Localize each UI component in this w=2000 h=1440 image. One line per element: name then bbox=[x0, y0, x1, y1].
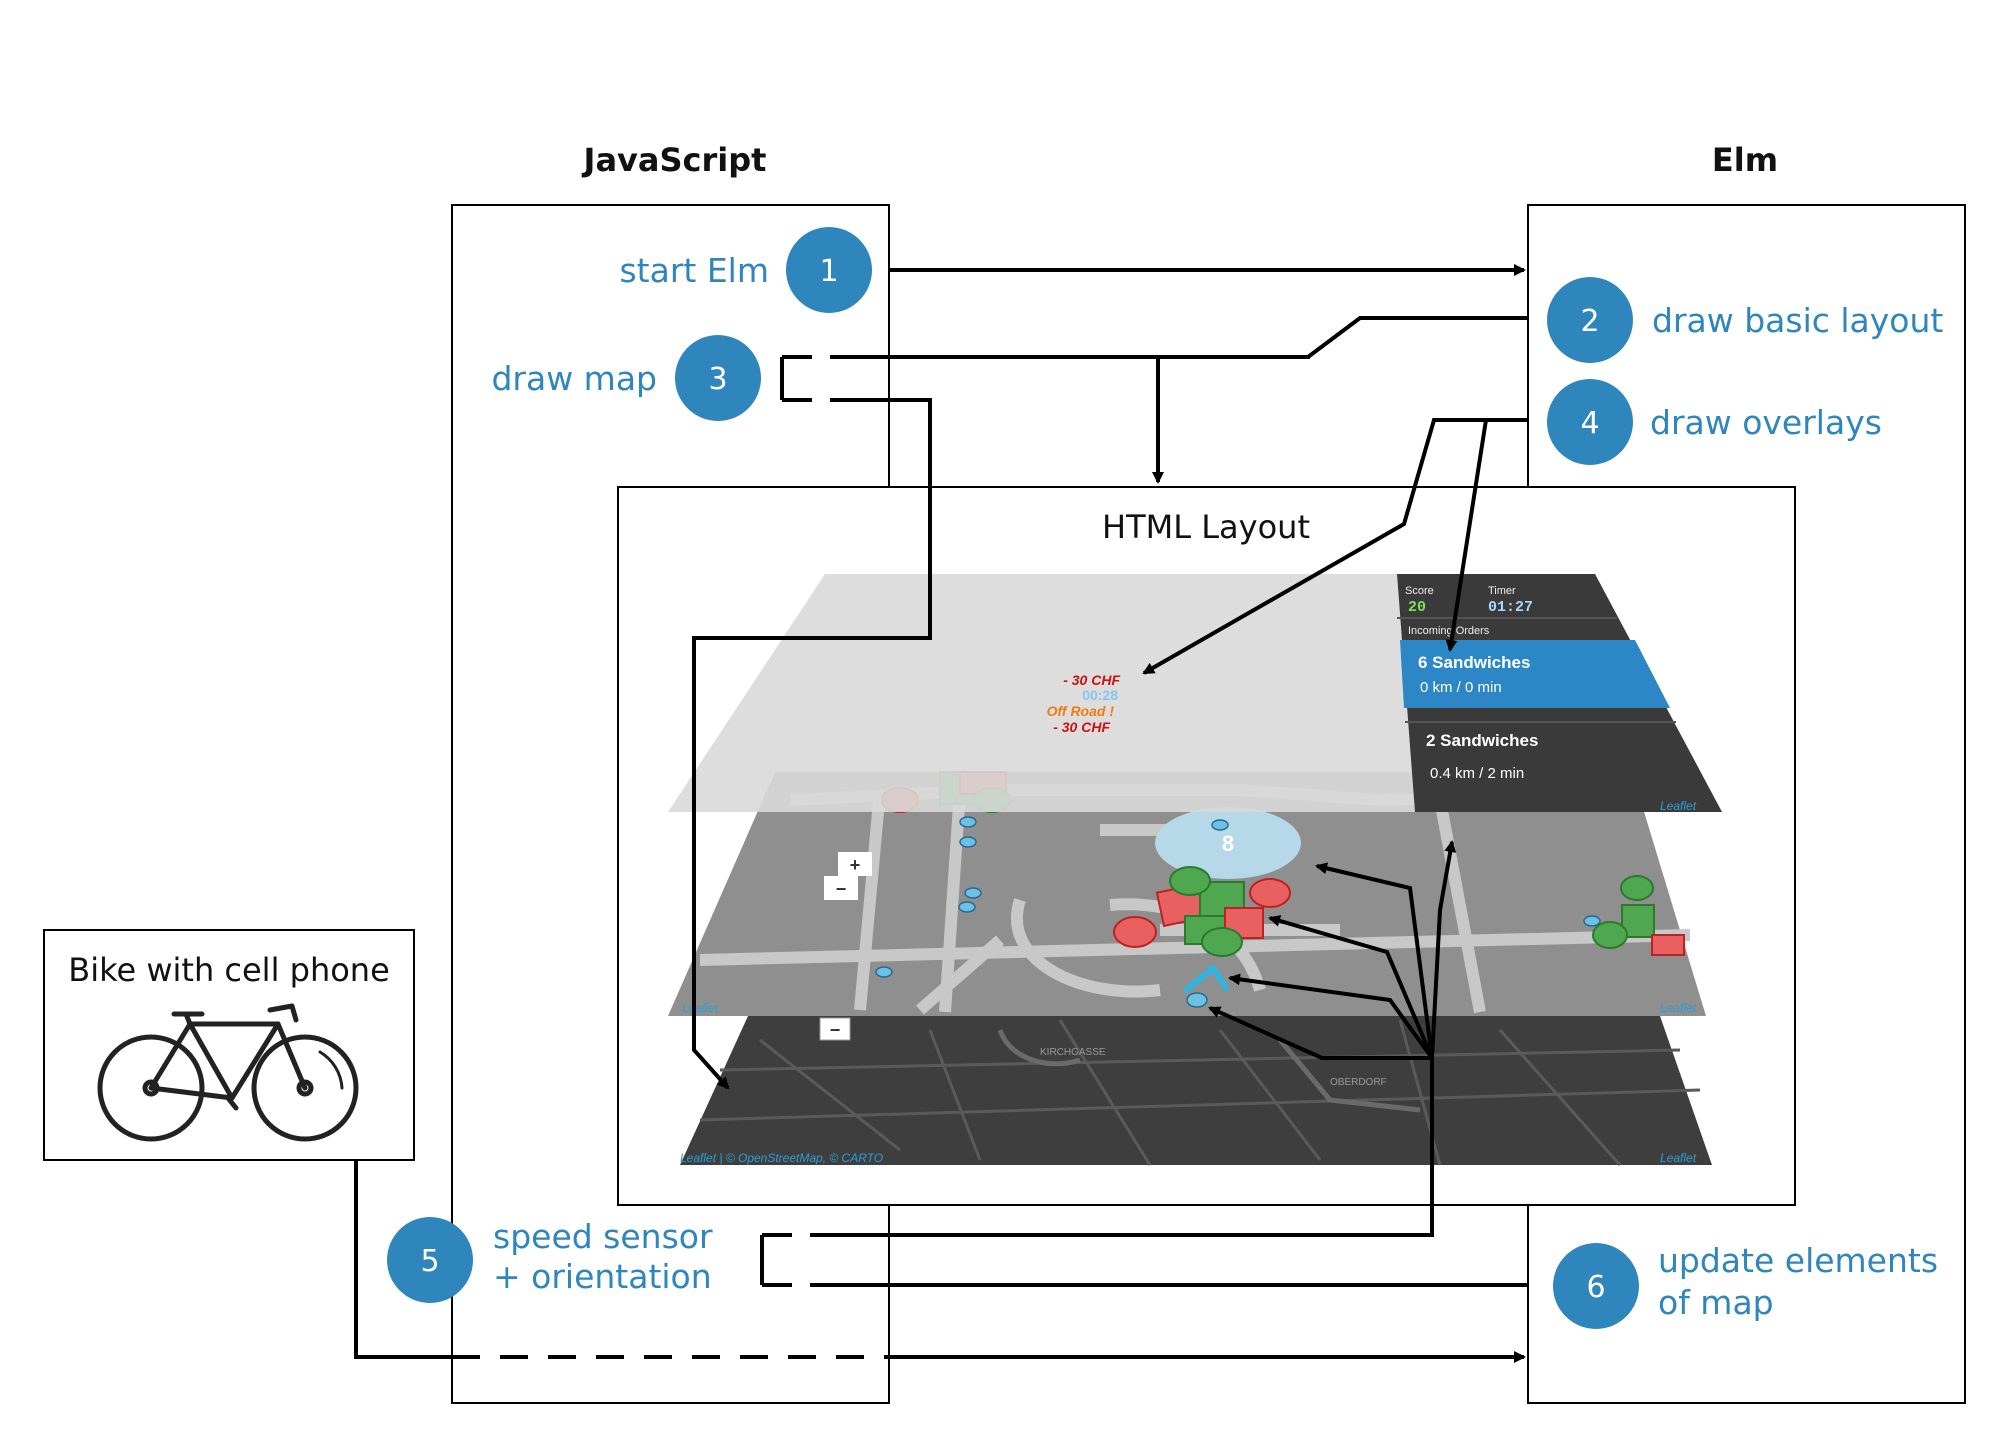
sensor-bracket bbox=[760, 1233, 840, 1287]
tile-zoom-out-glyph: − bbox=[830, 1020, 841, 1040]
step-5-label-line2: + orientation bbox=[493, 1257, 712, 1296]
map-zoom-out-glyph: − bbox=[836, 879, 847, 899]
timer-label: Timer bbox=[1488, 585, 1516, 597]
tile-attribution: Leaflet | © OpenStreetMap, © CARTO bbox=[680, 1151, 883, 1165]
bike-connector bbox=[354, 1160, 452, 1359]
map-zoom-in-button[interactable] bbox=[838, 852, 872, 876]
tile-zoom-out-button[interactable] bbox=[819, 1017, 851, 1041]
step-1: 1 start Elm bbox=[619, 227, 872, 313]
step-5-number: 5 bbox=[420, 1244, 439, 1279]
step-4-number: 4 bbox=[1580, 406, 1599, 441]
overlay-layer: Score 20 Timer 01:27 Incoming Orders 6 S… bbox=[668, 574, 1722, 813]
step-4: 4 draw overlays bbox=[1547, 379, 1882, 465]
marker-leaflet-right: Leaflet bbox=[1660, 1001, 1697, 1015]
tile-layer: KIRCHGASSE OBERDORF − Leaflet | © OpenSt… bbox=[680, 1016, 1712, 1166]
bike-title: Bike with cell phone bbox=[68, 951, 390, 989]
penalty-1-text: - 30 CHF bbox=[1063, 672, 1120, 688]
arrow-overlays-penalty bbox=[1142, 418, 1528, 675]
off-road-text: Off Road ! bbox=[1047, 703, 1115, 719]
step-3-number: 3 bbox=[708, 362, 727, 397]
step-3: 3 draw map bbox=[491, 335, 761, 421]
map-zoom-in-glyph: + bbox=[850, 855, 861, 875]
step-2-badge bbox=[1547, 277, 1633, 363]
step-6-number: 6 bbox=[1586, 1270, 1605, 1305]
step-6-label-line1: update elements bbox=[1658, 1241, 1938, 1280]
step-1-number: 1 bbox=[819, 254, 838, 289]
step-1-label: start Elm bbox=[619, 251, 769, 290]
step-4-badge bbox=[1547, 379, 1633, 465]
step-5-label-line1: speed sensor bbox=[493, 1217, 713, 1256]
connectors bbox=[354, 264, 1528, 1359]
overlay-leaflet-label: Leaflet bbox=[1660, 799, 1697, 813]
bicycle-icon bbox=[97, 1003, 359, 1142]
penalty-2-text: - 30 CHF bbox=[1053, 719, 1110, 735]
bracket-draw-map bbox=[780, 355, 860, 402]
order-1-title: 6 Sandwiches bbox=[1418, 653, 1530, 672]
step-6-badge bbox=[1553, 1243, 1639, 1329]
step-6: 6 update elements of map bbox=[1553, 1241, 1938, 1329]
countdown-text: 00:28 bbox=[1082, 687, 1118, 703]
step-5-badge bbox=[387, 1217, 473, 1303]
order-2-detail: 0.4 km / 2 min bbox=[1430, 765, 1524, 782]
tile-leaflet-label: Leaflet bbox=[1660, 1151, 1697, 1165]
step-3-label: draw map bbox=[491, 359, 657, 398]
arrow-draw-map bbox=[692, 398, 932, 1090]
map-zoom-out-button[interactable] bbox=[824, 876, 858, 900]
step-3-badge bbox=[675, 335, 761, 421]
arrow-overlays-panel bbox=[1445, 418, 1528, 652]
marker-leaflet-left: Leaflet bbox=[682, 1001, 719, 1015]
incoming-orders-label: Incoming Orders bbox=[1408, 625, 1490, 637]
cluster-count: 8 bbox=[1222, 831, 1234, 856]
step-2-label: draw basic layout bbox=[1652, 301, 1943, 340]
street-label-2: OBERDORF bbox=[1330, 1077, 1387, 1088]
html-layout-panel: HTML Layout KIRCHGASSE OBERDORF − Leafle… bbox=[617, 486, 1796, 1206]
order-1-detail: 0 km / 0 min bbox=[1420, 679, 1502, 696]
step-6-label-line2: of map bbox=[1658, 1283, 1774, 1322]
timer-value: 01:27 bbox=[1488, 599, 1533, 616]
step-4-label: draw overlays bbox=[1650, 403, 1882, 442]
order-highlight[interactable] bbox=[1400, 640, 1670, 708]
step-2: 2 draw basic layout bbox=[1547, 277, 1943, 363]
html-layout-title: HTML Layout bbox=[1102, 508, 1310, 546]
heading-chevron-icon bbox=[1183, 963, 1229, 993]
marker-layer: 8 + − bbox=[668, 771, 1706, 1016]
step-1-badge bbox=[786, 227, 872, 313]
score-value: 20 bbox=[1408, 599, 1426, 616]
score-label: Score bbox=[1405, 585, 1434, 597]
street-label-1: KIRCHGASSE bbox=[1040, 1047, 1106, 1058]
elm-heading: Elm bbox=[1712, 141, 1778, 179]
javascript-heading: JavaScript bbox=[582, 141, 767, 179]
step-2-number: 2 bbox=[1580, 304, 1599, 339]
arrow-basic-layout bbox=[1152, 316, 1528, 484]
bike-box bbox=[43, 929, 415, 1161]
step-5: 5 speed sensor + orientation bbox=[387, 1217, 713, 1303]
order-2-title: 2 Sandwiches bbox=[1426, 731, 1538, 750]
